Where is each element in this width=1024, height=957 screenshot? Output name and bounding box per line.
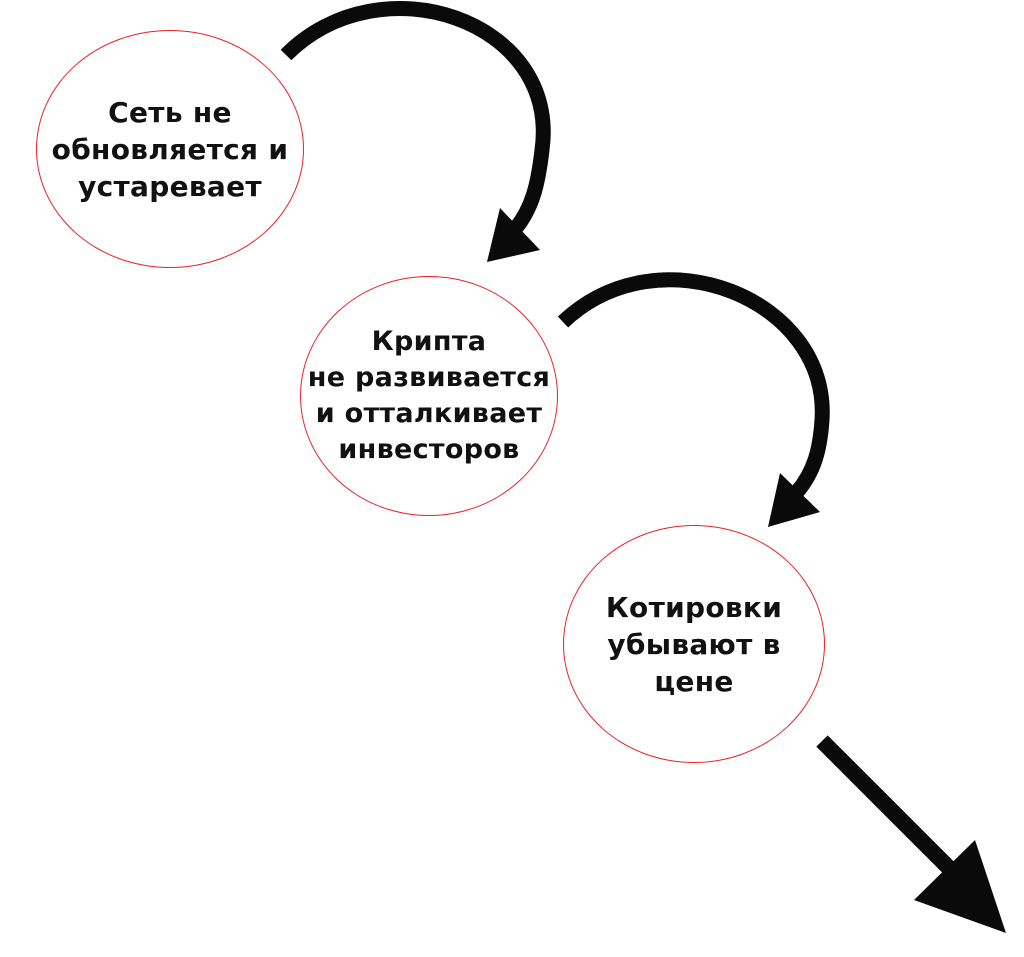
- arrowhead-1-to-2: [487, 208, 540, 262]
- node-quotes-decline: Котировки убывают в цене: [563, 525, 825, 763]
- curved-arrow-1-to-2: [280, 1, 551, 233]
- arrowhead-2-to-3: [768, 473, 820, 527]
- node-1-label: Сеть не обновляется и устаревает: [51, 95, 289, 203]
- node-2-label: Крипта не развивается и отталкивает инве…: [307, 326, 551, 465]
- node-network-outdated: Сеть не обновляется и устаревает: [36, 30, 304, 268]
- straight-arrow-3-out: [816, 735, 963, 882]
- node-crypto-not-developing: Крипта не развивается и отталкивает инве…: [300, 276, 558, 516]
- curved-arrow-2-to-3: [557, 272, 830, 497]
- node-3-label: Котировки убывают в цене: [605, 590, 783, 698]
- arrowhead-3-out: [914, 840, 1006, 933]
